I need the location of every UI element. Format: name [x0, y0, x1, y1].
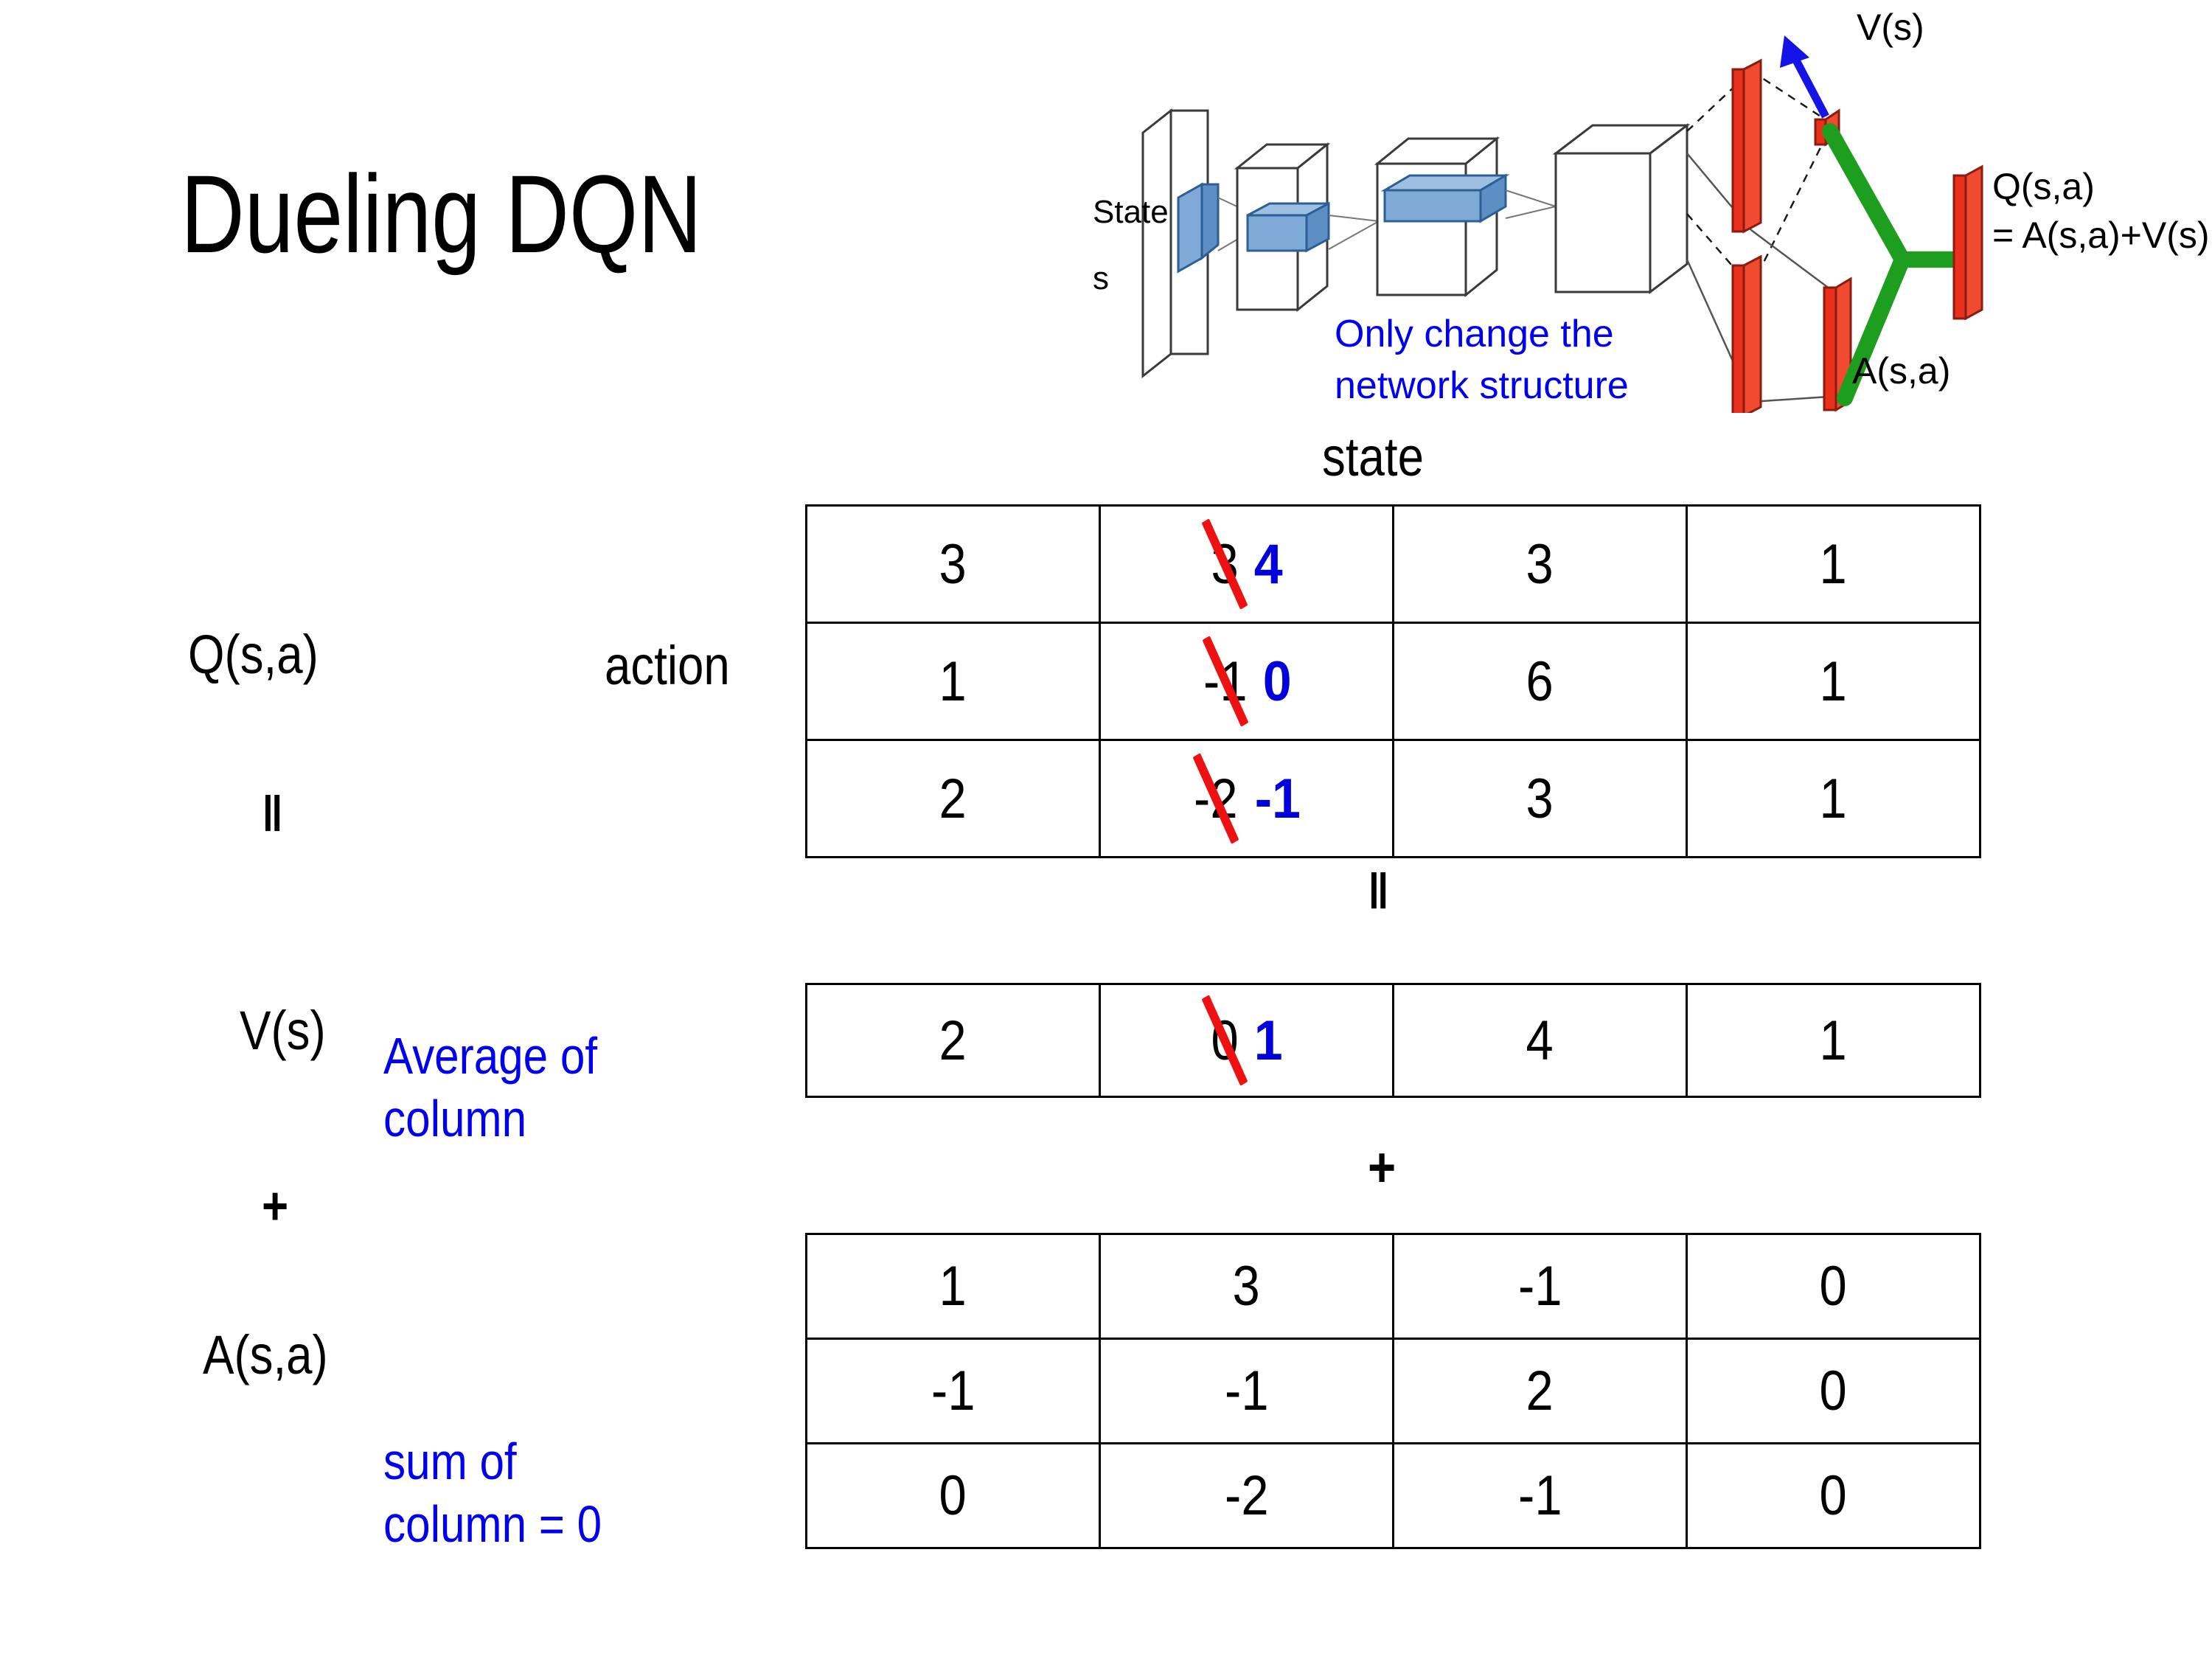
cell-value: -1	[1224, 1360, 1269, 1422]
average-of-column-note: Average of column	[383, 1025, 597, 1151]
cell-value: 1	[1819, 532, 1848, 596]
table-cell: -1	[1392, 1442, 1688, 1549]
cell-value: 1	[1819, 767, 1848, 830]
figure-output-label-line1: Q(s,a)	[1992, 166, 2095, 207]
cell-value: -1	[1517, 1464, 1562, 1527]
figure-input-label-line2: s	[1093, 260, 1109, 296]
plus-operator-middle: +	[1368, 1136, 1397, 1199]
table-cell: -1	[1392, 1233, 1688, 1340]
table-cell: 3	[805, 504, 1101, 624]
page-title: Dueling DQN	[181, 152, 702, 276]
corrected-cell: -2 -1	[1191, 767, 1302, 831]
cell-value: 2	[939, 1009, 967, 1072]
cell-value: -2	[1224, 1464, 1269, 1527]
table-cell: -1	[1099, 1338, 1394, 1444]
table-cell: 1	[1686, 739, 1981, 858]
cell-value: 1	[1819, 650, 1848, 713]
q-row-label: Q(s,a)	[188, 624, 319, 685]
table-cell: 2	[805, 983, 1101, 1098]
table-cell: 2	[805, 739, 1101, 858]
table-cell: 3	[1099, 1233, 1394, 1340]
table-cell: 0	[1686, 1338, 1981, 1444]
table-cell: 6	[1392, 622, 1688, 741]
dueling-network-diagram: State s V(s) A(s,a) Q(s,a) = A(s,a)+V(s)…	[1084, 0, 2212, 413]
table-row: 1 3 -1 0	[805, 1233, 1981, 1340]
table-cell: 1	[805, 1233, 1101, 1340]
cell-value: 3	[939, 532, 967, 596]
table-row: 0 -2 -1 0	[805, 1442, 1981, 1549]
cell-value: 6	[1526, 650, 1554, 713]
table-cell: 4	[1392, 983, 1688, 1098]
table-cell: 1	[1686, 983, 1981, 1098]
table-cell: 0	[1686, 1233, 1981, 1340]
table-cell: 0	[805, 1442, 1101, 1549]
table-cell: 1	[805, 622, 1101, 741]
cell-value: 2	[1526, 1360, 1554, 1422]
plus-operator-left: +	[262, 1177, 289, 1236]
table-cell: 1	[1686, 504, 1981, 624]
struck-old-value: -1	[1203, 650, 1248, 713]
cell-value: 0	[1819, 1360, 1848, 1422]
cell-value: 0	[1819, 1255, 1848, 1318]
figure-output-label-line2: = A(s,a)+V(s)	[1992, 215, 2210, 256]
table-row: -1 -1 2 0	[805, 1338, 1981, 1444]
average-note-line1: Average of	[383, 1027, 598, 1085]
cell-value: 3	[1526, 532, 1554, 596]
table-row: 2 -2 -1 3 1	[805, 739, 1981, 858]
table-cell: 3	[1392, 504, 1688, 624]
table-cell: 1	[1686, 622, 1981, 741]
corrected-new-value: -1	[1254, 767, 1301, 830]
figure-note-line2: network structure	[1335, 364, 1629, 407]
table-cell: -2 -1	[1099, 739, 1394, 858]
cell-value: 0	[939, 1464, 967, 1527]
cell-value: -1	[1517, 1255, 1562, 1318]
struck-old-value: 0	[1211, 1009, 1239, 1072]
a-value-table: 1 3 -1 0 -1 -1 2 0 0 -2 -1 0	[805, 1233, 1981, 1549]
average-note-line2: column	[383, 1090, 527, 1148]
cell-value: 3	[1526, 767, 1554, 830]
table-cell: 0	[1686, 1442, 1981, 1549]
v-row-label: V(s)	[240, 1000, 326, 1061]
sum-of-column-note: sum of column = 0	[383, 1430, 602, 1557]
table-cell: -1	[805, 1338, 1101, 1444]
table-cell: 3	[1392, 739, 1688, 858]
sum-note-line1: sum of	[383, 1433, 517, 1490]
cell-value: 2	[939, 767, 967, 830]
corrected-new-value: 1	[1253, 1009, 1283, 1072]
cell-value: 3	[1232, 1255, 1261, 1318]
cell-value: 4	[1526, 1009, 1554, 1072]
state-axis-label: state	[1322, 426, 1424, 487]
table-cell: 2	[1392, 1338, 1688, 1444]
corrected-new-value: 4	[1253, 532, 1283, 596]
cell-value: -1	[931, 1360, 975, 1422]
table-cell: -2	[1099, 1442, 1394, 1549]
figure-advantage-label: A(s,a)	[1852, 350, 1950, 392]
struck-old-value: -2	[1193, 767, 1238, 830]
cell-value: 1	[939, 1255, 967, 1318]
figure-note-line1: Only change the	[1335, 313, 1614, 355]
equals-operator-left: ‖	[262, 786, 286, 842]
figure-value-label: V(s)	[1857, 7, 1924, 48]
action-axis-label: action	[605, 635, 730, 696]
cell-value: 0	[1819, 1464, 1848, 1527]
corrected-new-value: 0	[1262, 650, 1292, 713]
equals-operator-middle: ‖	[1368, 863, 1392, 919]
struck-old-value: 3	[1211, 532, 1239, 596]
sum-note-line2: column = 0	[383, 1495, 602, 1554]
figure-input-label-line1: State	[1093, 194, 1169, 230]
cell-value: 1	[939, 650, 967, 713]
cell-value: 1	[1819, 1009, 1848, 1072]
a-row-label: A(s,a)	[203, 1324, 328, 1385]
